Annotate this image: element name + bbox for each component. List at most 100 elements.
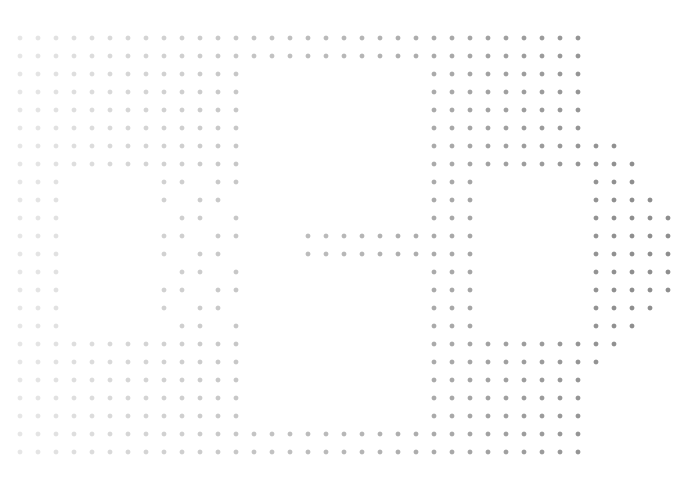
dot [467, 305, 473, 311]
dot [161, 89, 167, 95]
dot [53, 251, 59, 257]
dot [575, 341, 581, 347]
dot [449, 215, 455, 221]
dot [233, 341, 239, 347]
dot [233, 35, 239, 41]
dot [467, 287, 473, 293]
dot [143, 35, 149, 41]
dot [179, 395, 185, 401]
dot [611, 323, 617, 329]
dot [449, 449, 455, 455]
dot [485, 377, 491, 383]
dot [71, 413, 77, 419]
dot [161, 233, 167, 239]
dot [53, 341, 59, 347]
dot [449, 197, 455, 203]
dot [521, 161, 527, 167]
dot [449, 143, 455, 149]
dot [521, 359, 527, 365]
dot [431, 53, 437, 59]
dot [629, 287, 635, 293]
dot [485, 341, 491, 347]
dot [161, 179, 167, 185]
dot [125, 377, 131, 383]
dot [629, 233, 635, 239]
dot [179, 215, 185, 221]
dot [35, 197, 41, 203]
dot [431, 197, 437, 203]
dot [503, 395, 509, 401]
dot [233, 179, 239, 185]
dot [179, 107, 185, 113]
dot [179, 89, 185, 95]
dot [431, 125, 437, 131]
dot [35, 35, 41, 41]
dot [611, 179, 617, 185]
dot [539, 143, 545, 149]
dot [431, 341, 437, 347]
dot [71, 395, 77, 401]
dot [215, 449, 221, 455]
dot [593, 287, 599, 293]
dot [89, 377, 95, 383]
dot [665, 251, 671, 257]
dot [233, 233, 239, 239]
dot [143, 143, 149, 149]
dot [161, 431, 167, 437]
dot [431, 179, 437, 185]
dot [539, 359, 545, 365]
dot [593, 215, 599, 221]
dot [377, 233, 383, 239]
dot [449, 359, 455, 365]
dot [323, 35, 329, 41]
dot [539, 107, 545, 113]
dot [305, 431, 311, 437]
dot [161, 287, 167, 293]
dot [593, 341, 599, 347]
dot [233, 377, 239, 383]
dot [143, 53, 149, 59]
dot [143, 125, 149, 131]
dot [143, 107, 149, 113]
dot [197, 413, 203, 419]
dot [485, 449, 491, 455]
dot [53, 125, 59, 131]
dot [53, 395, 59, 401]
dot [539, 377, 545, 383]
dot [467, 233, 473, 239]
dot [215, 161, 221, 167]
dot [629, 305, 635, 311]
dot [467, 395, 473, 401]
dot [557, 431, 563, 437]
dot [215, 305, 221, 311]
dot [143, 413, 149, 419]
dot [431, 359, 437, 365]
dot [539, 161, 545, 167]
dot [215, 143, 221, 149]
dot [125, 35, 131, 41]
dot [323, 53, 329, 59]
dot [665, 215, 671, 221]
dot [161, 125, 167, 131]
dot [323, 431, 329, 437]
dot [53, 305, 59, 311]
dot [197, 359, 203, 365]
dot [449, 251, 455, 257]
dot [125, 89, 131, 95]
dot [395, 233, 401, 239]
dot [431, 287, 437, 293]
dot [593, 233, 599, 239]
dot [521, 395, 527, 401]
dot [251, 449, 257, 455]
dot [89, 71, 95, 77]
dot [215, 359, 221, 365]
dot [521, 143, 527, 149]
dot [35, 449, 41, 455]
dot [467, 323, 473, 329]
dot [593, 359, 599, 365]
dot [359, 53, 365, 59]
dot [71, 341, 77, 347]
dot [665, 287, 671, 293]
dot [611, 341, 617, 347]
dot [107, 377, 113, 383]
